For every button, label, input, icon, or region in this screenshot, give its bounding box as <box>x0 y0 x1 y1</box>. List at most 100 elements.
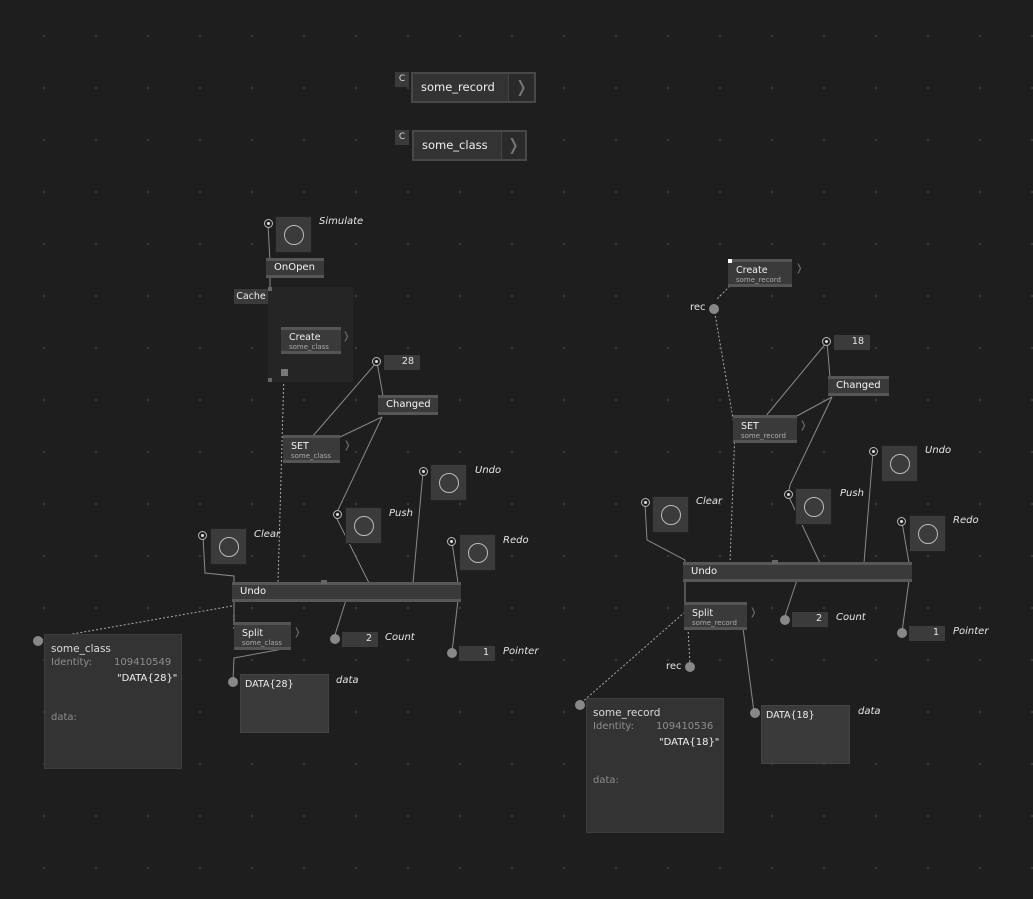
value-28-field[interactable]: 28 <box>384 355 420 370</box>
inspector-pin-right[interactable] <box>575 700 585 710</box>
inspector-title: some_record <box>593 707 661 719</box>
circle-icon <box>889 453 910 474</box>
clear-label-left: Clear <box>254 529 281 540</box>
node-title: Split <box>242 628 264 639</box>
undo-button-left[interactable] <box>430 464 467 501</box>
chevron-right-icon[interactable]: ❭ <box>508 74 534 101</box>
inspector-panel-left: some_class Identity: 109410549 "DATA{28}… <box>44 634 182 769</box>
chevron-right-icon[interactable]: ❭ <box>799 420 808 431</box>
circle-icon <box>660 504 681 525</box>
node-subtitle: some_class <box>242 639 282 647</box>
redo-pin-right[interactable] <box>897 517 906 526</box>
identity-value: 109410549 <box>114 657 172 668</box>
count-pin-right[interactable] <box>780 615 790 625</box>
data-panel-right: DATA{18} <box>761 705 850 764</box>
node-subtitle: some_record <box>692 619 737 627</box>
value-18-field[interactable]: 18 <box>834 335 870 350</box>
data-pin-right[interactable] <box>750 708 760 718</box>
data-label-left: data <box>336 675 359 686</box>
undo-btn-label-left: Undo <box>475 465 502 476</box>
pointer-pin-right[interactable] <box>897 628 907 638</box>
identity-key: Identity: <box>593 721 634 732</box>
pointer-pin-left[interactable] <box>447 648 457 658</box>
count-label-right: Count <box>836 612 866 623</box>
undo-node-left[interactable]: Undo <box>232 582 461 602</box>
data-pin-left[interactable] <box>228 677 238 687</box>
create-input-pin[interactable] <box>728 259 732 263</box>
circle-icon <box>438 472 459 493</box>
inspector-pin-left[interactable] <box>33 636 43 646</box>
undo-btn-pin-right[interactable] <box>869 447 878 456</box>
pointer-label-left: Pointer <box>503 646 539 657</box>
split-node-right[interactable]: Split some_record <box>684 602 747 630</box>
data-label-right: data <box>858 706 881 717</box>
class-def-some-class[interactable]: some_class ❭ <box>412 130 527 161</box>
chevron-right-icon[interactable]: ❭ <box>501 132 525 159</box>
pointer-label-right: Pointer <box>953 626 989 637</box>
rec-pin-bottom[interactable] <box>685 662 695 672</box>
clear-button-left[interactable] <box>210 528 247 565</box>
changed-node-left[interactable]: Changed <box>378 395 438 415</box>
redo-button-right[interactable] <box>909 515 946 552</box>
undo-input-pin[interactable] <box>321 580 327 584</box>
undo-btn-pin-left[interactable] <box>419 467 428 476</box>
identity-value: 109410536 <box>656 721 714 732</box>
inspector-panel-right: some_record Identity: 109410536 "DATA{18… <box>586 698 724 833</box>
node-subtitle: some_record <box>736 276 781 284</box>
clear-pin-right[interactable] <box>641 498 650 507</box>
circle-icon <box>218 536 239 557</box>
data-panel-left: DATA{28} <box>240 674 329 733</box>
clear-label-right: Clear <box>696 496 723 507</box>
class-tag-record: C <box>395 72 409 87</box>
push-button-left[interactable] <box>345 507 382 544</box>
clear-pin-left[interactable] <box>198 531 207 540</box>
node-subtitle: some_record <box>741 432 786 440</box>
chevron-right-icon[interactable]: ❭ <box>795 263 804 274</box>
count-value-right: 2 <box>792 612 828 627</box>
class-def-some-record[interactable]: some_record ❭ <box>411 72 536 103</box>
redo-button-left[interactable] <box>459 534 496 571</box>
push-button-right[interactable] <box>795 488 832 525</box>
cache-label: Cache <box>234 289 268 304</box>
split-node-left[interactable]: Split some_class <box>234 622 291 650</box>
circle-icon <box>467 542 488 563</box>
chevron-right-icon[interactable]: ❭ <box>293 627 302 638</box>
changed-node-right[interactable]: Changed <box>828 376 889 396</box>
chevron-right-icon[interactable]: ❭ <box>343 440 352 451</box>
rec-pin-top[interactable] <box>709 304 719 314</box>
rec-label-bottom: rec <box>666 661 682 672</box>
undo-input-pin[interactable] <box>772 560 778 564</box>
create-node-right[interactable]: Create some_record <box>728 259 792 287</box>
simulate-label: Simulate <box>319 216 364 227</box>
redo-label-left: Redo <box>503 535 529 546</box>
clear-button-right[interactable] <box>652 496 689 533</box>
circle-icon <box>353 515 374 536</box>
pointer-value-right: 1 <box>909 626 945 641</box>
chevron-right-icon[interactable]: ❭ <box>749 607 758 618</box>
redo-pin-left[interactable] <box>447 537 456 546</box>
push-pin-right[interactable] <box>784 490 793 499</box>
node-title: SET <box>741 421 759 432</box>
push-label-left: Push <box>389 508 413 519</box>
count-pin-left[interactable] <box>330 634 340 644</box>
set-node-left[interactable]: SET some_class <box>283 435 340 463</box>
simulate-button[interactable] <box>275 216 312 253</box>
onopen-node[interactable]: OnOpen <box>266 258 324 278</box>
circle-icon <box>917 523 938 544</box>
node-title: Split <box>692 608 714 619</box>
data-key: data: <box>51 712 77 723</box>
set-node-right[interactable]: SET some_record <box>733 415 797 443</box>
class-def-name: some_class <box>422 138 488 152</box>
push-pin-left[interactable] <box>333 510 342 519</box>
circle-icon <box>803 496 824 517</box>
value-18-pin[interactable] <box>822 337 831 346</box>
simulate-pin[interactable] <box>264 219 273 228</box>
chevron-right-icon[interactable]: ❭ <box>342 331 351 342</box>
create-output-pin[interactable] <box>281 369 288 376</box>
node-subtitle: some_class <box>291 452 331 460</box>
identity-key: Identity: <box>51 657 92 668</box>
undo-node-right[interactable]: Undo <box>683 562 912 582</box>
undo-button-right[interactable] <box>881 445 918 482</box>
value-28-pin[interactable] <box>372 357 381 366</box>
create-node-left[interactable]: Create some_class <box>281 327 341 354</box>
